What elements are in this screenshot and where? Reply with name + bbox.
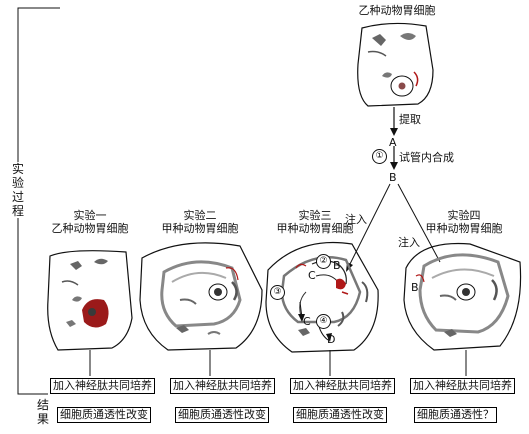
extract-label: 提取 xyxy=(399,113,421,126)
exp2-subtitle: 甲种动物胃细胞 xyxy=(161,222,239,235)
exp3-c-lower-label: C xyxy=(303,315,311,328)
inject-line-right xyxy=(397,183,441,263)
exp2-treatment-box: 加入神经肽共同培养 xyxy=(170,378,275,394)
exp3-b-label: B xyxy=(333,259,341,272)
point-b-label: B xyxy=(389,171,397,184)
exp3-step2-marker: ② xyxy=(316,254,331,269)
exp3-step3-marker: ③ xyxy=(270,285,285,300)
exp2-result-box: 细胞质通透性改变 xyxy=(175,407,269,423)
synthesis-label: 试管内合成 xyxy=(399,151,454,164)
exp2-cell xyxy=(139,242,263,351)
exp1-result-box: 细胞质通透性改变 xyxy=(57,407,151,423)
exp3-step4-marker: ④ xyxy=(316,314,331,329)
side-process-label: 实验过程 xyxy=(11,162,25,218)
exp3-d-label: D xyxy=(327,333,336,346)
exp1-treatment-box: 加入神经肽共同培养 xyxy=(50,378,155,394)
exp3-cell xyxy=(265,241,379,353)
exp3-treatment-box: 加入神经肽共同培养 xyxy=(290,378,395,394)
exp4-subtitle: 甲种动物胃细胞 xyxy=(425,222,503,235)
exp3-title: 实验三 xyxy=(298,209,332,222)
exp4-cell xyxy=(403,242,522,351)
exp2-title: 实验二 xyxy=(183,209,217,222)
point-a-label: A xyxy=(389,136,397,149)
exp4-b-label: B xyxy=(411,281,419,294)
top-cell xyxy=(357,22,434,107)
exp1-title: 实验一 xyxy=(73,209,107,222)
top-cell-label: 乙种动物胃细胞 xyxy=(358,4,436,17)
side-result-label: 结果 xyxy=(36,398,49,426)
exp3-c-upper-label: C xyxy=(308,269,316,282)
exp3-result-box: 细胞质通透性改变 xyxy=(293,407,387,423)
inject-right-label: 注入 xyxy=(398,236,420,249)
exp4-title: 实验四 xyxy=(447,209,481,222)
inject-line-left xyxy=(348,183,391,267)
step1-marker: ① xyxy=(372,149,387,164)
exp1-cell xyxy=(47,250,133,351)
exp3-subtitle: 甲种动物胃细胞 xyxy=(276,222,354,235)
exp4-treatment-box: 加入神经肽共同培养 xyxy=(410,378,515,394)
inject-left-label: 注入 xyxy=(345,213,367,226)
exp1-subtitle: 乙种动物胃细胞 xyxy=(51,222,129,235)
exp4-result-box: 细胞质通透性？ xyxy=(414,407,497,423)
